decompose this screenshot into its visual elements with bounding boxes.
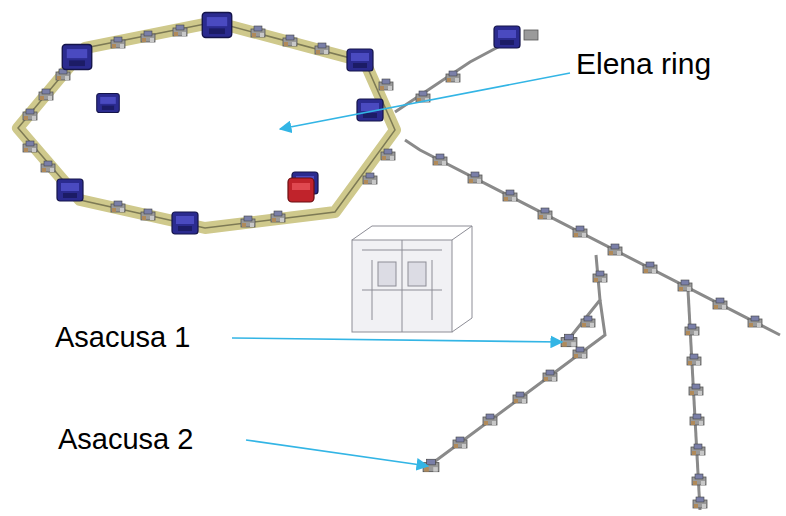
transfer-lines: [405, 140, 780, 510]
experiment-frame: [352, 226, 472, 332]
leader-lines: [232, 73, 570, 466]
callout-label: Asacusa 1: [55, 322, 190, 354]
red-magnet: [288, 178, 314, 202]
injection-line: [395, 26, 538, 112]
callout-label: Asacusa 2: [58, 424, 193, 456]
transfer-components: [423, 154, 762, 508]
ring: [18, 13, 395, 234]
callout-label: Elena ring: [576, 47, 711, 80]
